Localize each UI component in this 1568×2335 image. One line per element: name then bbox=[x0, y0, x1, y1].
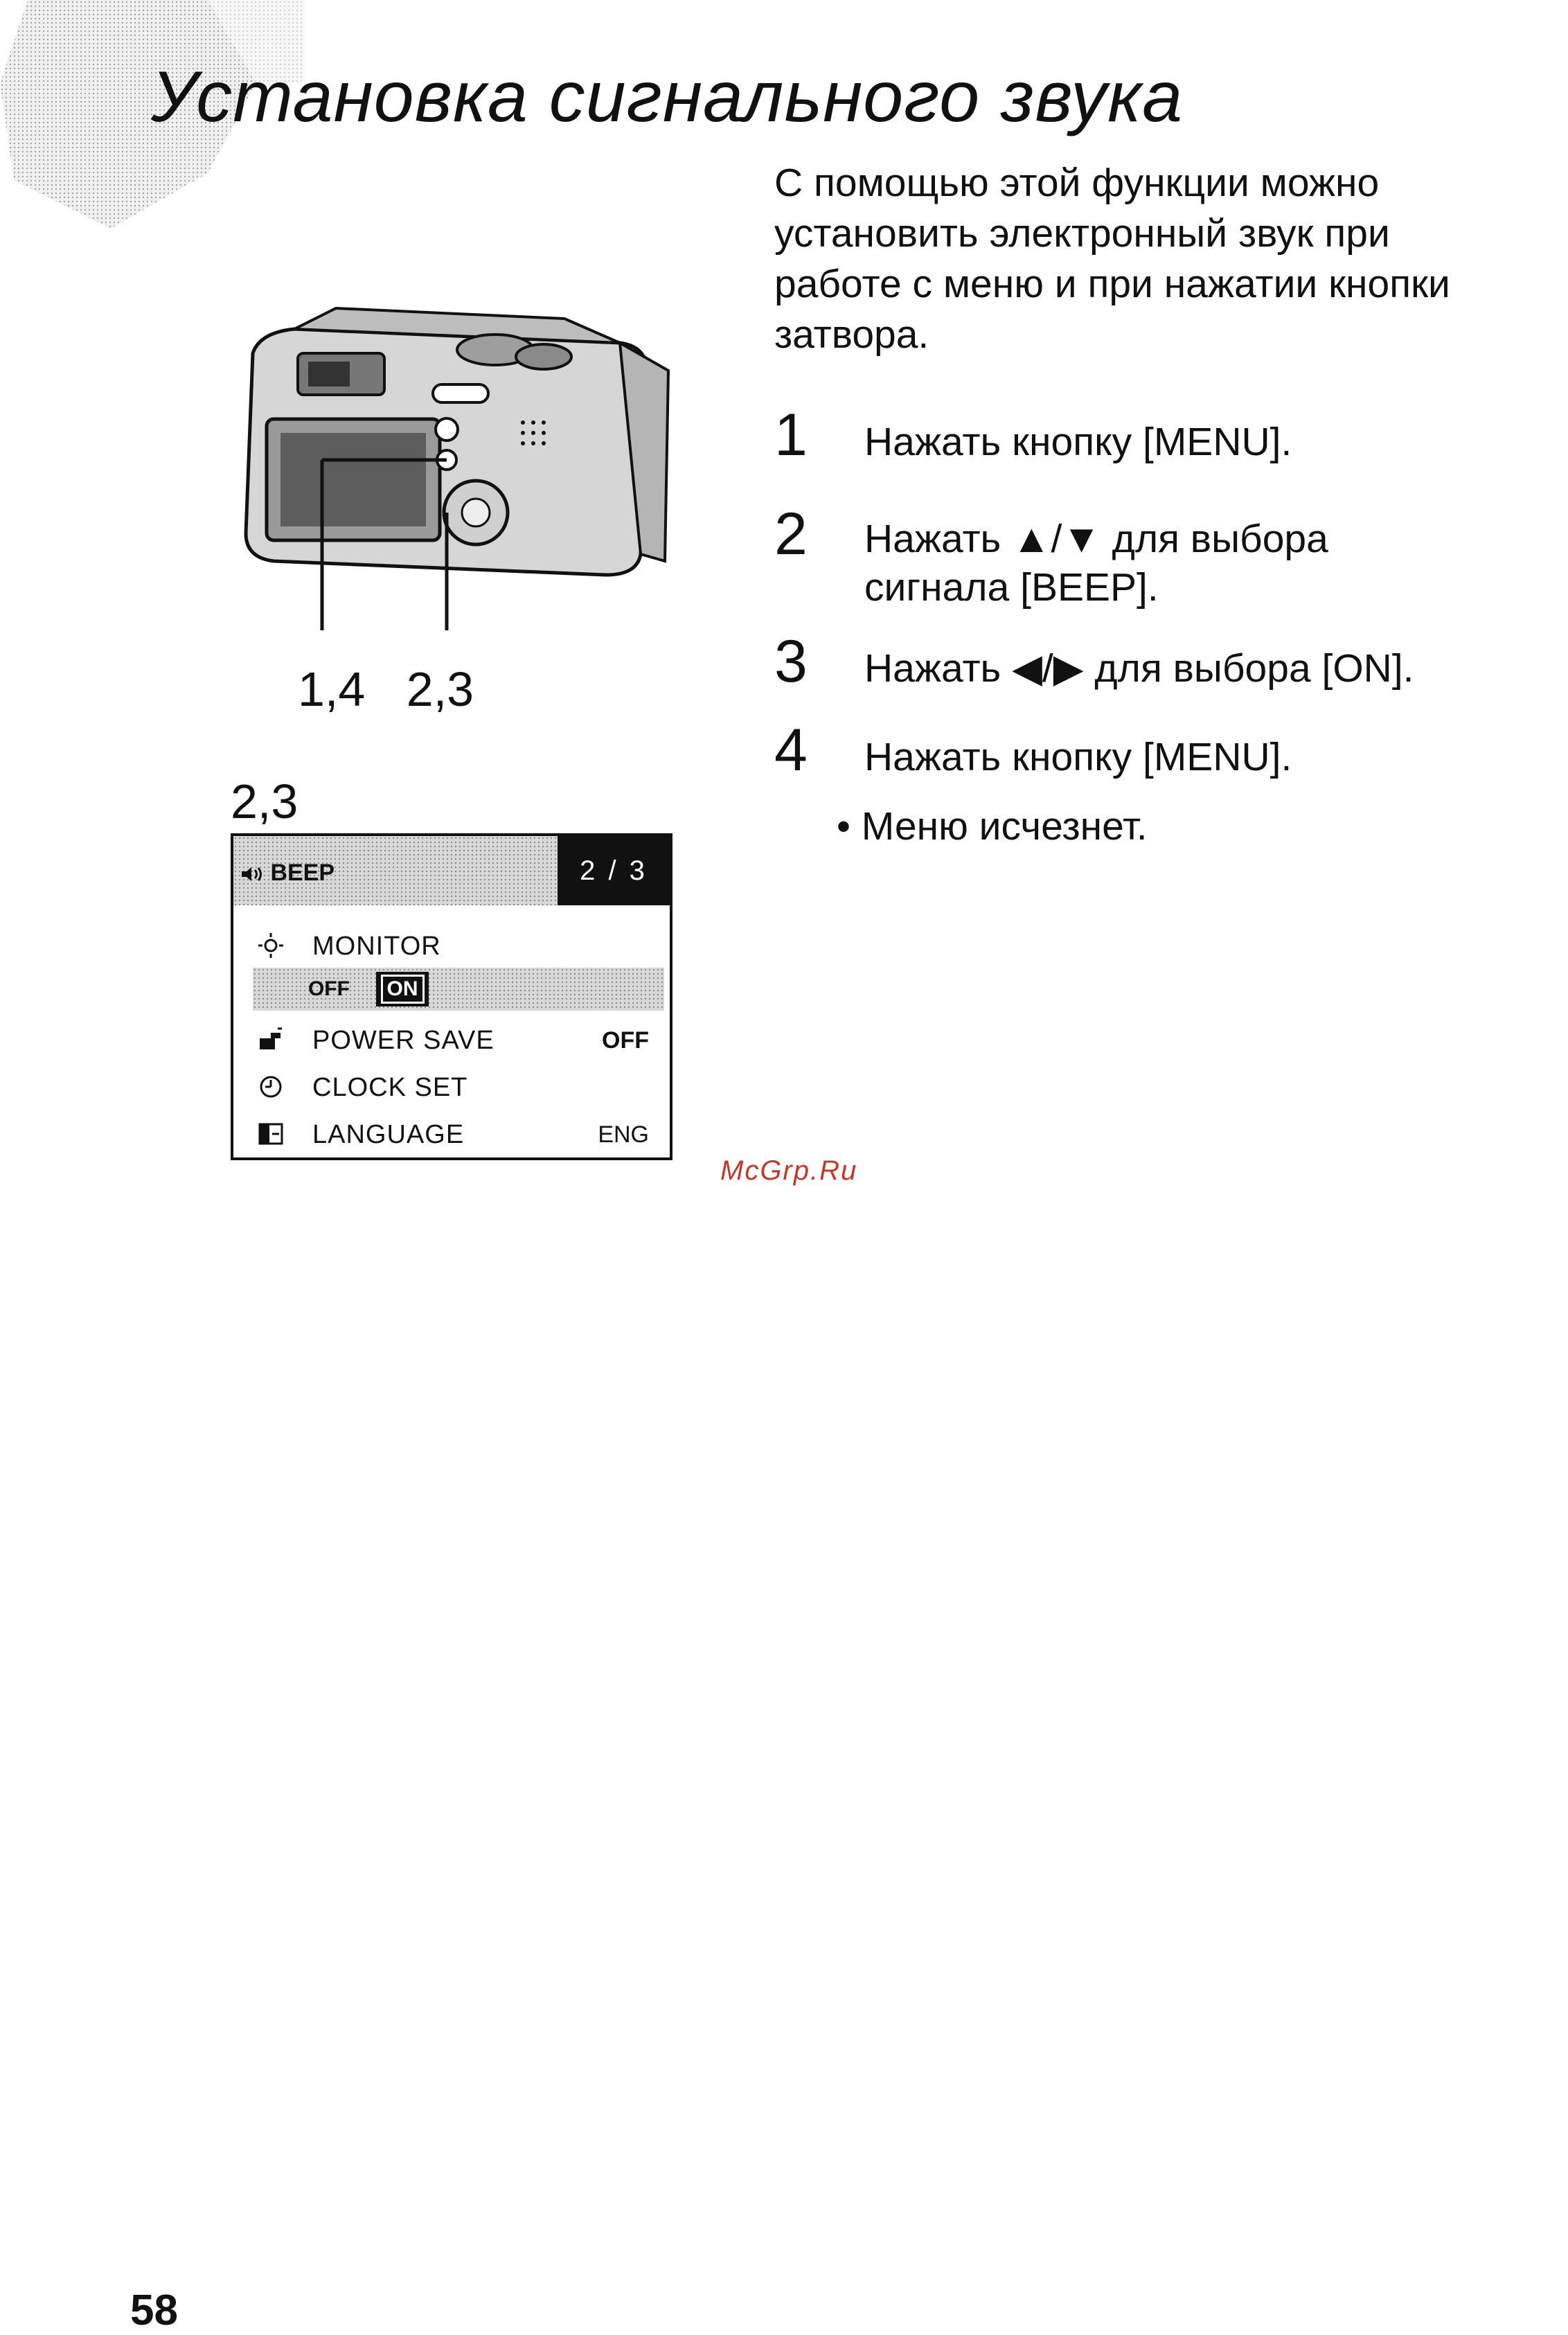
step-number: 3 bbox=[774, 628, 808, 695]
page-title: Установка сигнального звука bbox=[151, 57, 1184, 137]
menu-header: BEEP 2 / 3 bbox=[233, 836, 670, 905]
beep-option-on-label: ON bbox=[380, 975, 425, 1004]
brightness-icon bbox=[258, 933, 283, 958]
menu-row-label: POWER SAVE bbox=[312, 1026, 495, 1055]
language-icon bbox=[258, 1123, 283, 1145]
step-text: Нажать кнопку [MENU]. bbox=[864, 420, 1292, 464]
callout-label-cursor-buttons: 2,3 bbox=[406, 662, 474, 716]
step-number: 2 bbox=[774, 501, 808, 567]
step-text: Нажать ◀/▶ для выбора [ON]. bbox=[864, 646, 1414, 691]
page-number: 58 bbox=[130, 2287, 178, 2334]
menu-row-label: MONITOR bbox=[312, 932, 441, 961]
menu-row-monitor[interactable]: MONITOR bbox=[233, 925, 670, 966]
step-text: Нажать ▲/▼ для выбора сигнала [BEEP]. bbox=[864, 517, 1328, 610]
menu-row-clock-set[interactable]: CLOCK SET bbox=[233, 1066, 670, 1108]
menu-row-label: CLOCK SET bbox=[312, 1073, 468, 1102]
step-text: Нажать кнопку [MENU]. bbox=[864, 735, 1292, 779]
step-number: 1 bbox=[774, 402, 808, 468]
watermark: McGrp.Ru bbox=[720, 1155, 858, 1186]
beep-option-on-selected[interactable]: ON bbox=[376, 972, 429, 1006]
note-bullet: • Меню исчезнет. bbox=[837, 804, 1148, 849]
intro-paragraph: С помощью этой функции можно установить … bbox=[774, 161, 1450, 357]
menu-title-text: BEEP bbox=[270, 860, 335, 886]
beep-option-selector[interactable]: OFF ON bbox=[253, 968, 664, 1011]
clock-icon bbox=[260, 1076, 282, 1098]
menu-row-value: OFF bbox=[602, 1027, 649, 1054]
camera-illustration bbox=[244, 306, 670, 630]
menu-row-power-save[interactable]: POWER SAVE OFF bbox=[233, 1019, 670, 1060]
beep-option-off[interactable]: OFF bbox=[308, 977, 350, 1000]
speaker-icon bbox=[242, 867, 262, 881]
menu-row-value: ENG bbox=[598, 1121, 649, 1148]
callout-label-menu-button: 1,4 bbox=[298, 662, 366, 716]
camera-callout-labels: 1,4 2,3 bbox=[298, 665, 474, 713]
hexagon-pattern-decoration bbox=[0, 0, 305, 229]
menu-page-indicator: 2 / 3 bbox=[558, 836, 670, 905]
step-number: 4 bbox=[774, 717, 808, 783]
menu-figure-label: 2,3 bbox=[231, 774, 299, 828]
menu-title: BEEP bbox=[240, 860, 335, 887]
camera-menu-screen: BEEP 2 / 3 MONITOR OFF ON POWER SAVE OFF… bbox=[231, 833, 672, 1160]
menu-row-label: LANGUAGE bbox=[312, 1120, 465, 1149]
power-save-icon bbox=[260, 1027, 282, 1049]
menu-row-language[interactable]: LANGUAGE ENG bbox=[233, 1113, 670, 1155]
